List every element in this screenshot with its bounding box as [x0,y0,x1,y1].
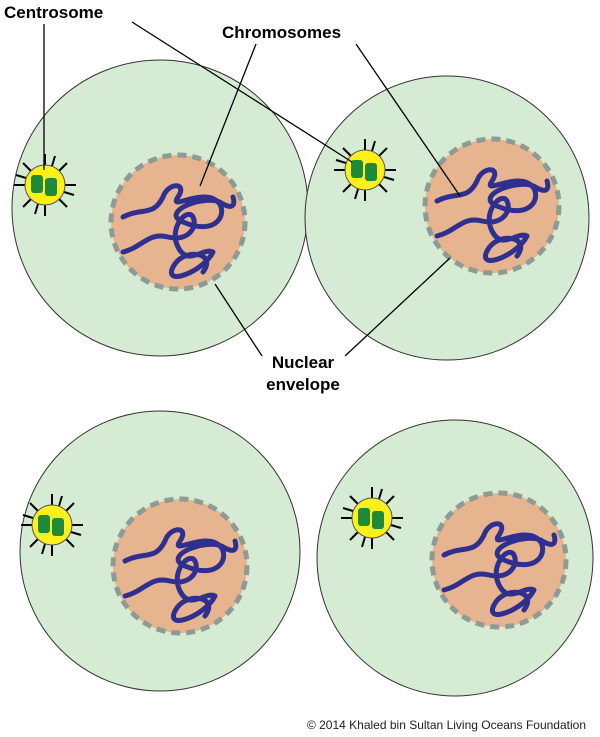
centrosome [13,153,77,217]
nucleus [425,139,559,273]
nucleus [111,155,245,289]
cell-bottom-right [316,419,594,697]
leader-lines [43,21,461,357]
centrosome [333,138,397,202]
nucleus [432,493,566,627]
nucleus [113,499,247,633]
cell-top-right [304,75,590,361]
chromosomes-label: Chromosomes [222,23,342,42]
nuclear-envelope-line1: Nuclear [271,353,335,372]
cell-top-left [11,59,309,357]
centrosome [340,486,404,550]
centrosome-label: Centrosome [4,3,104,22]
nuclear-envelope-label: Nuclear envelope [258,352,348,396]
copyright: © 2014 Khaled bin Sultan Living Oceans F… [306,718,586,732]
nuclear-envelope-line2: envelope [266,375,340,394]
cell-bottom-left [19,410,301,692]
centrosome [20,493,84,557]
